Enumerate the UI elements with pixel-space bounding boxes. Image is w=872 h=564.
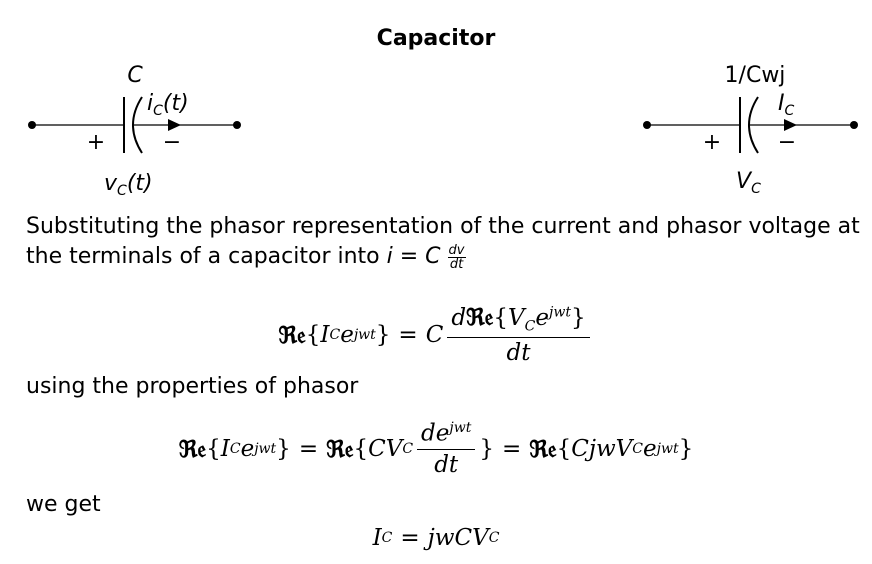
left-terminal-b <box>233 121 241 129</box>
left-component-label: C <box>127 63 143 88</box>
left-capacitor-circuit: C iC(t) + − vC(t) <box>28 63 241 199</box>
intro-line-2: the terminals of a capacitor into i = C … <box>26 242 466 272</box>
intro-paragraph: Substituting the phasor representation o… <box>26 212 866 272</box>
right-voltage-label: VC <box>736 169 761 197</box>
right-terminal-b <box>850 121 858 129</box>
left-current-arrow <box>168 119 181 131</box>
left-minus-sign: − <box>163 130 181 155</box>
right-capacitor-circuit: 1/Cwj IC + − VC <box>643 63 858 197</box>
properties-paragraph: using the properties of phasor <box>26 374 359 399</box>
result-paragraph: we get <box>26 492 101 517</box>
right-component-label: 1/Cwj <box>725 63 786 88</box>
right-current-arrow <box>784 119 797 131</box>
page-title: Capacitor <box>376 26 496 51</box>
left-current-label: iC(t) <box>147 91 189 119</box>
equation-2-fraction: dejwt dt <box>417 420 476 478</box>
left-voltage-label: vC(t) <box>104 171 153 199</box>
circuit-diagrams: C iC(t) + − vC(t) 1/Cwj IC + − VC <box>28 63 858 199</box>
right-current-label: IC <box>778 91 795 119</box>
intro-line-1: Substituting the phasor representation o… <box>26 214 860 239</box>
equation-1-fraction: dℜ𝔢{VCejwt} dt <box>447 304 590 366</box>
right-plus-sign: + <box>703 130 721 155</box>
left-plus-sign: + <box>87 130 105 155</box>
right-minus-sign: − <box>778 130 796 155</box>
